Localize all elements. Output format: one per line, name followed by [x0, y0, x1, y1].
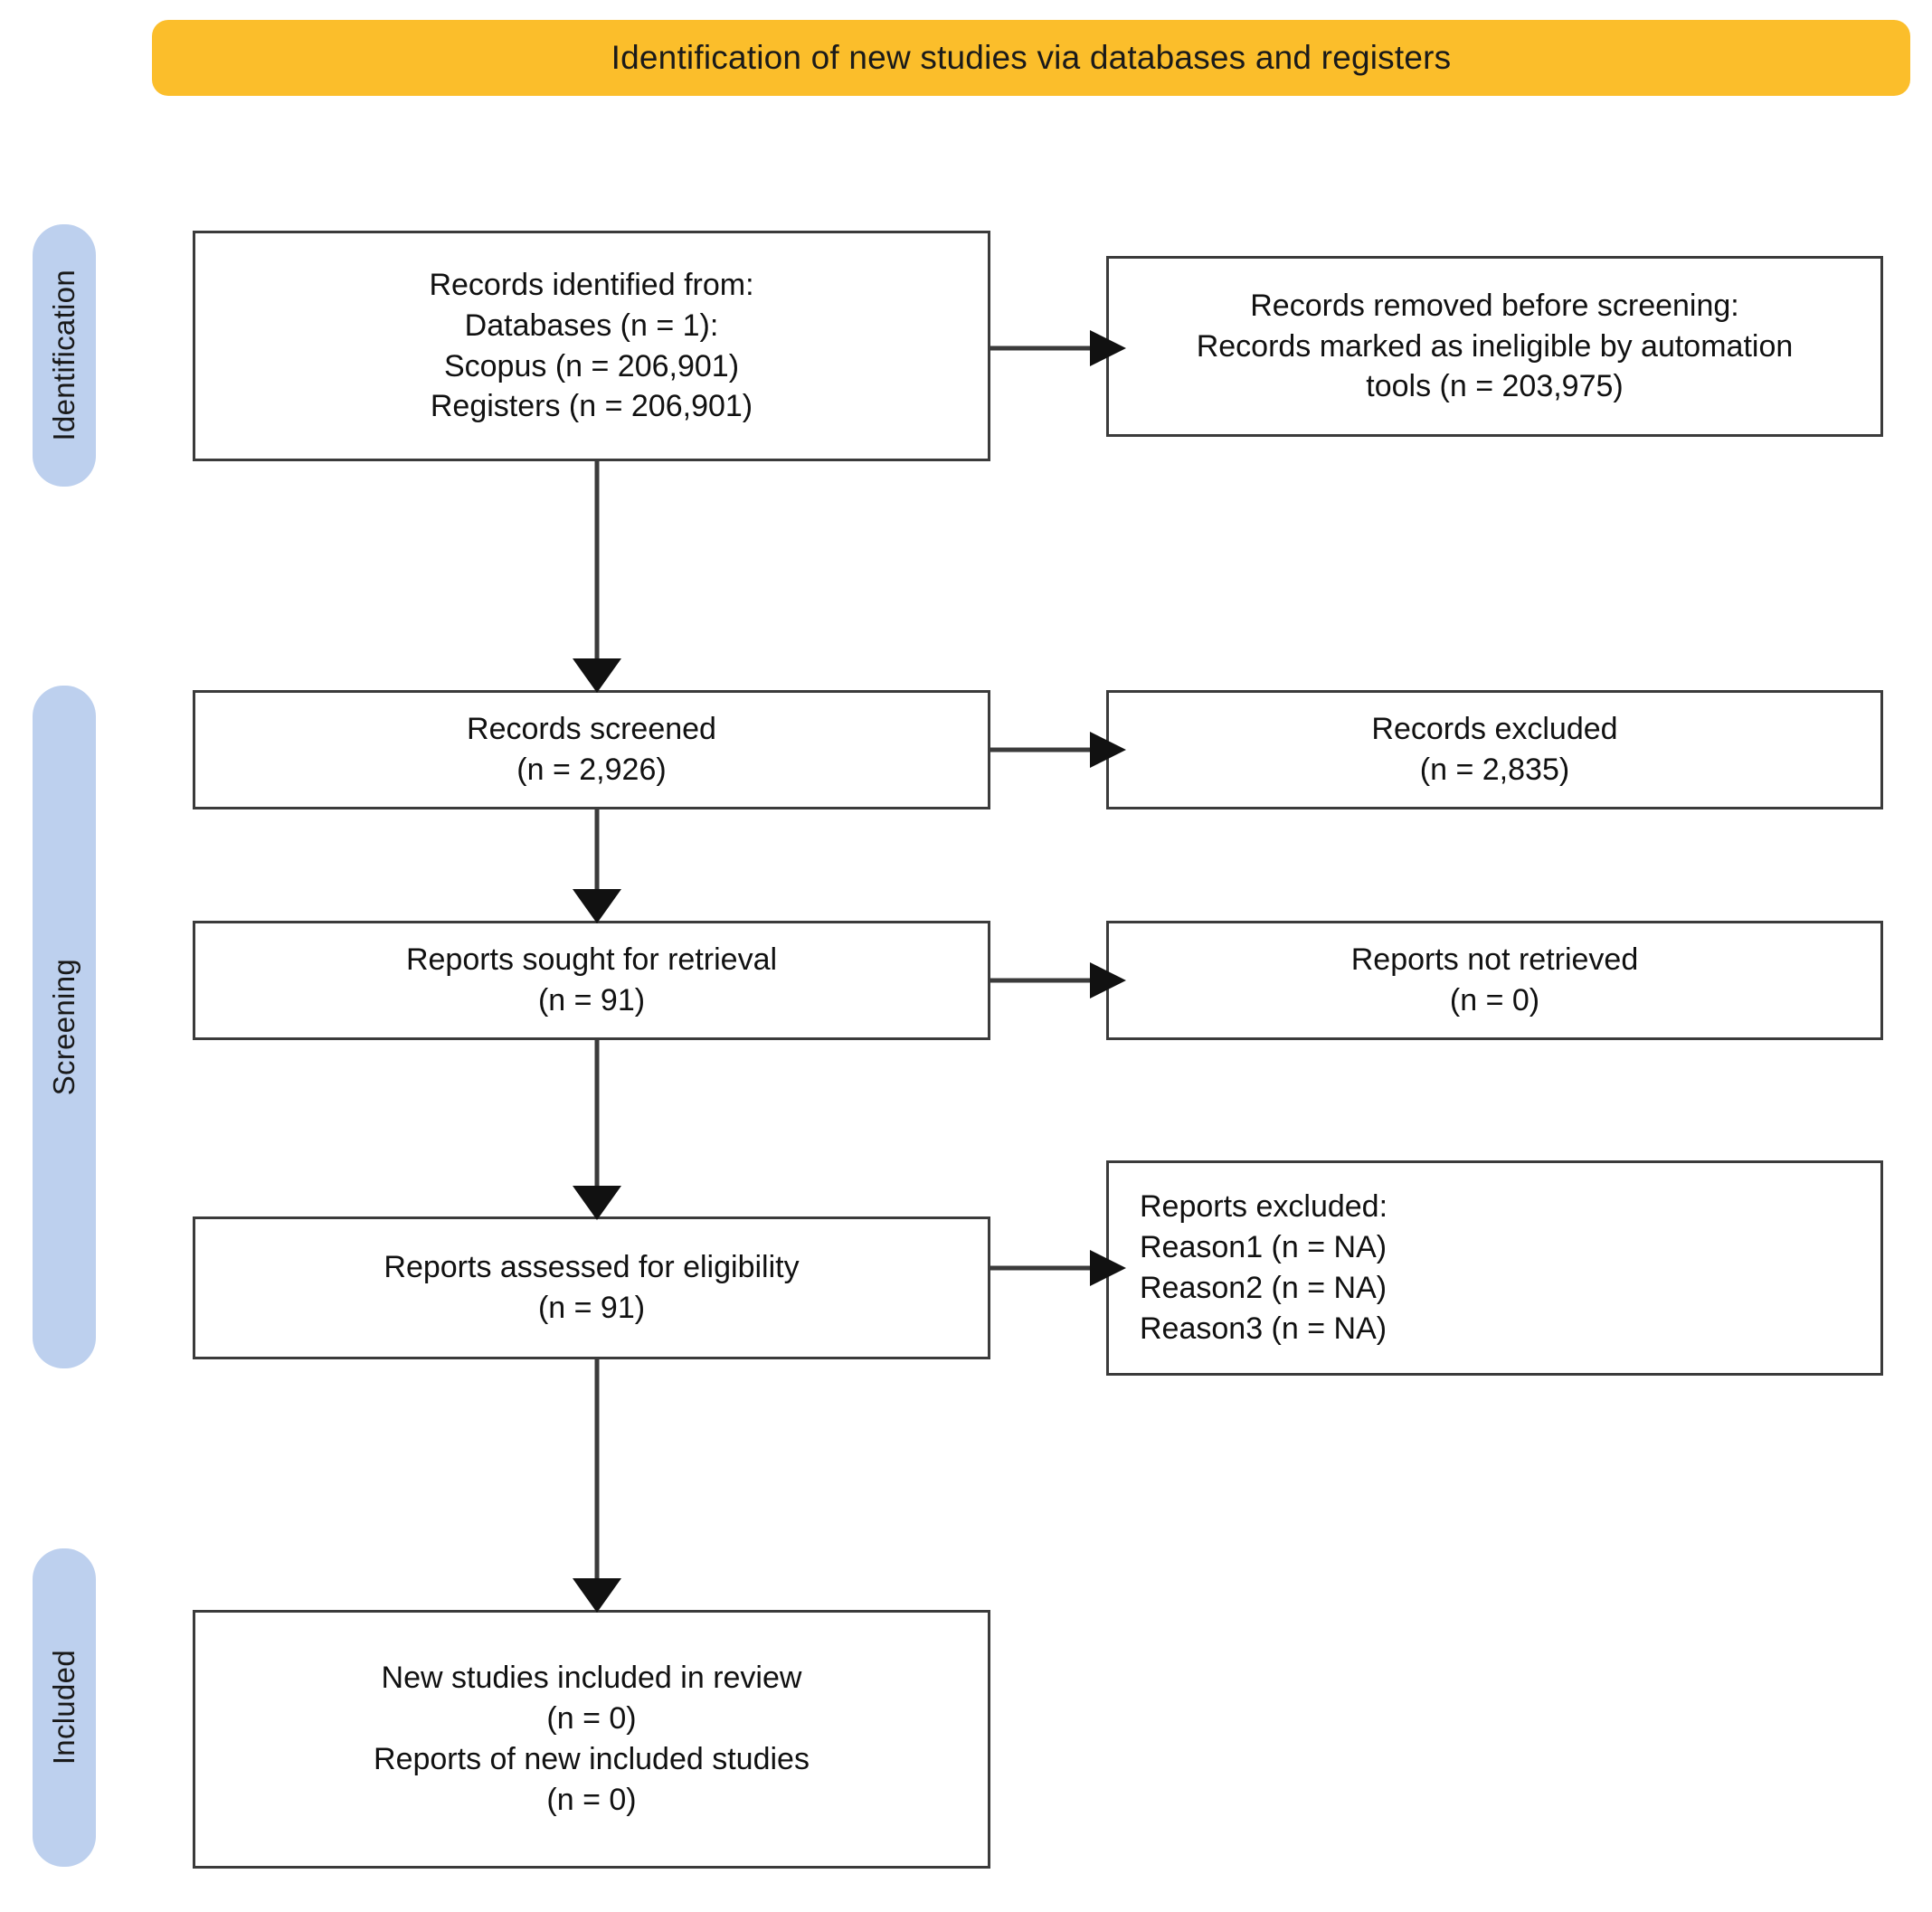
box-line: (n = 0)	[546, 1782, 637, 1817]
box-line: Reason1 (n = NA)	[1140, 1230, 1387, 1265]
box-reports-excluded-reasons: Reports excluded: Reason1 (n = NA) Reaso…	[1106, 1160, 1883, 1376]
box-records-excluded: Records excluded (n = 2,835)	[1106, 690, 1883, 809]
box-line: Reason3 (n = NA)	[1140, 1311, 1387, 1346]
box-line: Registers (n = 206,901)	[430, 389, 753, 424]
connector-sought-to-assessed	[573, 1040, 621, 1220]
box-line: Records identified from:	[429, 267, 754, 302]
stage-label-identification: Identification	[33, 224, 96, 487]
box-reports-assessed-for-eligibility: Reports assessed for eligibility (n = 91…	[193, 1216, 990, 1359]
connector-identified-to-screened	[573, 461, 621, 693]
box-line: Reports assessed for eligibility	[384, 1250, 800, 1285]
box-reports-sought-for-retrieval: Reports sought for retrieval (n = 91)	[193, 921, 990, 1040]
box-line: (n = 2,926)	[516, 752, 667, 787]
box-line: Reason2 (n = NA)	[1140, 1271, 1387, 1305]
box-line: (n = 0)	[546, 1701, 637, 1737]
connector-screened-to-excluded	[990, 732, 1126, 768]
connector-identified-to-removed	[990, 330, 1126, 366]
box-line: Reports sought for retrieval	[405, 942, 778, 978]
box-new-studies-included: New studies included in review (n = 0) R…	[193, 1610, 990, 1869]
box-line: (n = 91)	[537, 1291, 646, 1325]
box-line: Reports excluded:	[1140, 1189, 1388, 1225]
stage-label-included: Included	[33, 1548, 96, 1867]
diagram-header-banner: Identification of new studies via databa…	[152, 20, 1910, 96]
connector-screened-to-sought	[573, 809, 621, 923]
box-line: New studies included in review	[381, 1661, 802, 1696]
box-line: Databases (n = 1):	[464, 308, 719, 343]
box-line: (n = 91)	[537, 983, 646, 1018]
box-line: tools (n = 203,975)	[1366, 369, 1624, 404]
box-line: Records marked as ineligible by automati…	[1196, 328, 1794, 364]
box-line: Records screened	[467, 712, 716, 747]
box-line: (n = 2,835)	[1419, 752, 1570, 787]
box-records-screened: Records screened (n = 2,926)	[193, 690, 990, 809]
connector-assessed-to-included	[573, 1359, 621, 1613]
box-records-identified: Records identified from: Databases (n = …	[193, 231, 990, 461]
box-line: Records removed before screening:	[1250, 288, 1739, 323]
box-reports-not-retrieved: Reports not retrieved (n = 0)	[1106, 921, 1883, 1040]
box-line: (n = 0)	[1449, 983, 1540, 1018]
box-line: Records excluded	[1371, 712, 1618, 747]
box-line: Reports of new included studies	[374, 1742, 810, 1776]
stage-label-screening: Screening	[33, 686, 96, 1368]
connector-assessed-to-reports-excluded	[990, 1250, 1126, 1286]
connector-sought-to-not-retrieved	[990, 962, 1126, 999]
diagram-header-title: Identification of new studies via databa…	[611, 38, 1452, 76]
box-line: Reports not retrieved	[1350, 942, 1639, 978]
box-line: Scopus (n = 206,901)	[443, 348, 740, 383]
box-records-removed-before-screening: Records removed before screening: Record…	[1106, 256, 1883, 437]
